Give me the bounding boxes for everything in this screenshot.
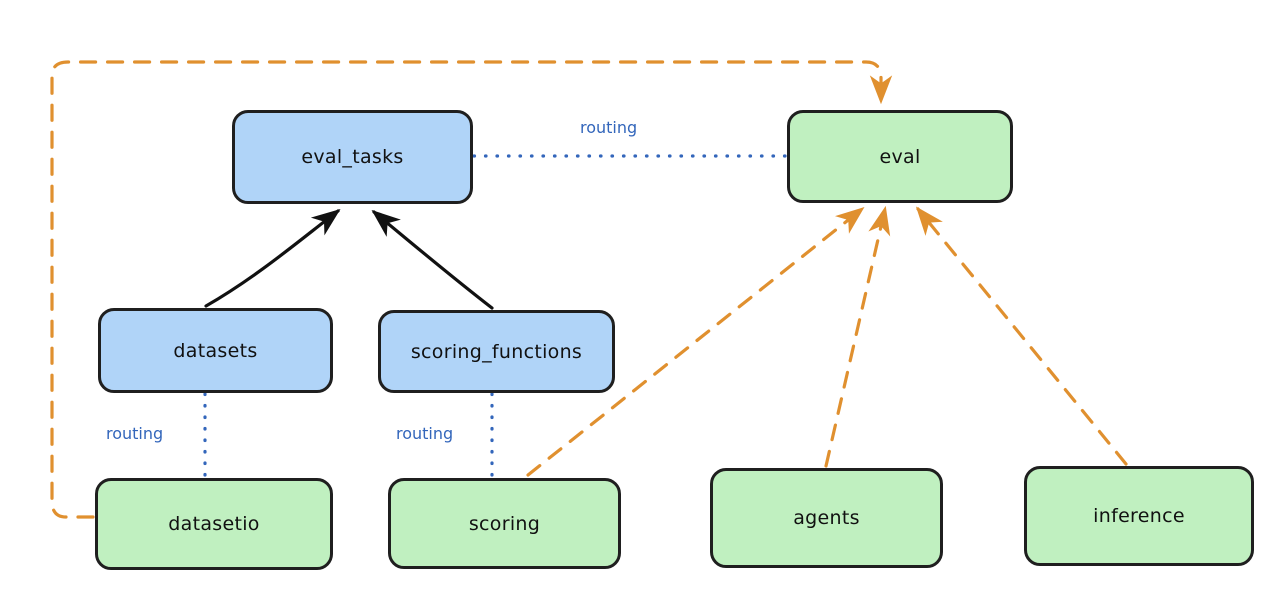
node-label: inference xyxy=(1093,505,1185,527)
edge-label-routing-scoring-functions-scoring: routing xyxy=(396,424,454,443)
edge-label-routing-datasets-datasetio: routing xyxy=(106,424,164,443)
node-label: datasetio xyxy=(168,513,260,535)
node-eval[interactable]: eval xyxy=(787,110,1013,203)
node-label: agents xyxy=(793,507,860,529)
edge-scoring-functions-to-eval-tasks xyxy=(371,209,494,310)
edge-agents-to-eval xyxy=(824,205,891,468)
edge-datasetio-to-eval xyxy=(50,60,893,519)
node-label: eval xyxy=(879,145,921,168)
node-datasetio[interactable]: datasetio xyxy=(95,478,333,570)
node-label: eval_tasks xyxy=(301,146,404,168)
node-agents[interactable]: agents xyxy=(710,468,943,568)
node-eval-tasks[interactable]: eval_tasks xyxy=(232,110,473,204)
edge-label-routing-eval-tasks-eval: routing xyxy=(580,118,638,137)
node-datasets[interactable]: datasets xyxy=(98,308,333,393)
node-label: scoring xyxy=(468,512,541,535)
node-scoring-functions[interactable]: scoring_functions xyxy=(378,310,615,393)
edge-inference-to-eval xyxy=(915,206,1128,466)
edge-scoring-to-eval xyxy=(526,207,865,477)
node-label: datasets xyxy=(173,339,258,362)
edge-datasets-to-eval-tasks xyxy=(204,209,341,308)
node-inference[interactable]: inference xyxy=(1024,466,1254,566)
node-scoring[interactable]: scoring xyxy=(388,478,621,569)
node-label: scoring_functions xyxy=(410,340,583,363)
